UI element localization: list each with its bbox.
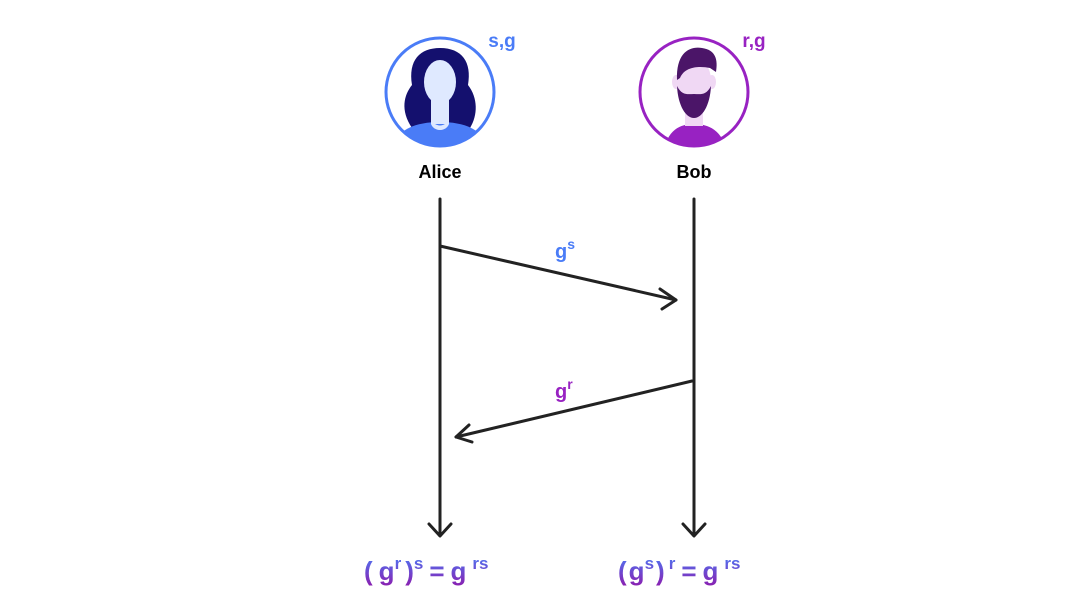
message-arrow-alice-to-bob bbox=[438, 244, 678, 302]
message-arrow-bob-to-alice bbox=[454, 379, 694, 439]
bob-avatar bbox=[638, 36, 750, 148]
bob-secret: r,g bbox=[742, 31, 765, 52]
message-arrowhead-bob-to-alice bbox=[454, 423, 474, 444]
alice-avatar bbox=[384, 36, 496, 148]
message-label-g-s: gs bbox=[555, 236, 575, 263]
message-label-g-r: gr bbox=[555, 376, 573, 403]
alice-name: Alice bbox=[418, 162, 461, 182]
alice-secret: s,g bbox=[488, 31, 515, 52]
message-arrowhead-alice-to-bob bbox=[658, 287, 678, 311]
bob-name: Bob bbox=[677, 162, 712, 182]
alice-lifeline-arrowhead bbox=[427, 522, 453, 538]
bob-lifeline-arrowhead bbox=[681, 522, 707, 538]
